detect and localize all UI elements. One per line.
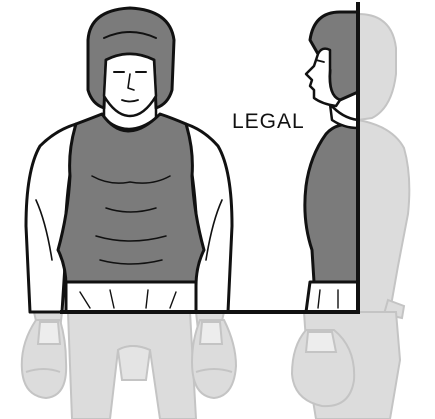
boxing-glove-left-icon xyxy=(22,320,66,398)
side-figure-faded-back xyxy=(358,14,409,318)
boxer-front-figure xyxy=(26,8,232,312)
tank-top xyxy=(58,114,204,286)
side-figure-body xyxy=(305,104,358,282)
waistband xyxy=(66,282,196,312)
boxing-glove-right-icon xyxy=(192,320,236,398)
boxer-side-figure xyxy=(305,12,358,312)
front-figure-faded-legs xyxy=(68,312,196,419)
boxing-glove-side-icon xyxy=(292,330,354,406)
front-figure-face xyxy=(104,54,156,116)
legal-label: LEGAL xyxy=(232,110,305,134)
side-figure-waistband xyxy=(306,282,358,312)
